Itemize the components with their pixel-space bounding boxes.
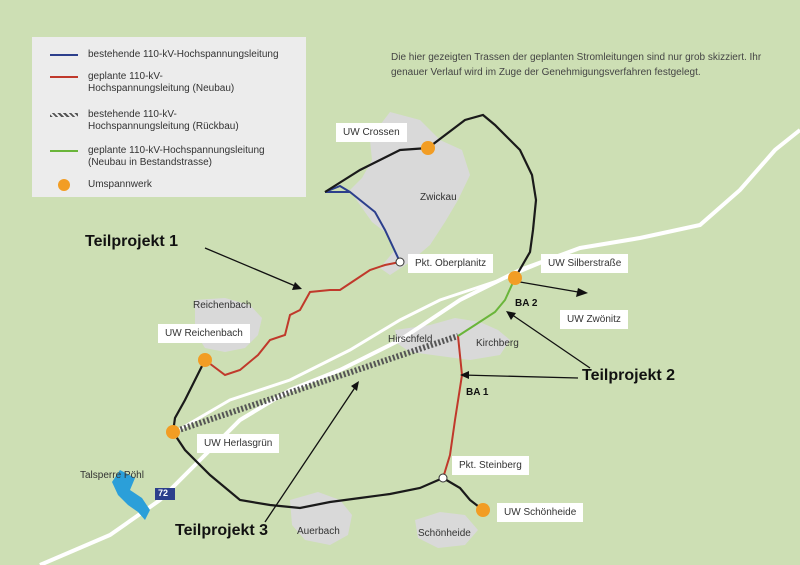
substation-schoenheide xyxy=(476,503,490,517)
place-auerbach: Auerbach xyxy=(297,526,340,537)
arrowhead-zwoenitz xyxy=(576,288,588,297)
zwickau-urban-area xyxy=(350,112,470,275)
station-label-oberplanitz: Pkt. Oberplanitz xyxy=(408,254,494,273)
place-kirchberg: Kirchberg xyxy=(476,338,519,349)
station-label-crossen: UW Crossen xyxy=(336,123,407,142)
project-label-tp2: Teilprojekt 2 xyxy=(582,367,676,384)
legend-line-existing xyxy=(50,54,78,56)
road-number-72: 72 xyxy=(158,488,169,498)
legend-text-substation: Umspannwerk xyxy=(88,179,152,190)
place-reichenbach: Reichenbach xyxy=(193,300,252,311)
road-shield-72 xyxy=(155,488,175,500)
project-label-tp3: Teilprojekt 3 xyxy=(175,522,269,539)
ba1-label: BA 1 xyxy=(466,387,489,398)
arrowhead-tp2-ba2 xyxy=(506,311,516,320)
place-schoenheide: Schönheide xyxy=(418,528,471,539)
legend-text-existing: bestehende 110-kV-Hochspannungsleitung xyxy=(88,49,279,60)
black-route-reichenbach-herlasgruen xyxy=(171,359,206,433)
place-talsperre: Talsperre Pöhl xyxy=(80,470,144,481)
arrow-zwoenitz xyxy=(519,281,579,293)
substation-herlasgruen xyxy=(166,425,180,439)
legend-panel: bestehende 110-kV-Hochspannungsleitung g… xyxy=(32,37,306,197)
station-label-silberstrasse: UW Silberstraße xyxy=(541,254,629,273)
arrowhead-tp3 xyxy=(351,381,359,391)
station-label-reichenbach: UW Reichenbach xyxy=(158,324,250,343)
substation-silberstrasse xyxy=(508,271,522,285)
planned-line-ba1 xyxy=(442,335,464,479)
schoenheide-urban-area xyxy=(415,512,478,548)
planned-line-teilprojekt-1 xyxy=(204,261,401,377)
arrowhead-tp1 xyxy=(292,282,302,290)
point-oberplanitz xyxy=(395,257,405,267)
station-label-schoenheide: UW Schönheide xyxy=(497,503,584,522)
existing-line-crossen-oberplanitz xyxy=(325,191,401,263)
auerbach-urban-area xyxy=(290,492,352,545)
ba2-label: BA 2 xyxy=(515,298,538,309)
station-label-steinberg: Pkt. Steinberg xyxy=(452,456,529,475)
legend-line-dismantle xyxy=(50,113,78,117)
secondary-road xyxy=(174,253,561,434)
arrow-teilprojekt-2-ba1 xyxy=(461,374,579,379)
station-label-zwoenitz: UW Zwönitz xyxy=(560,310,628,329)
place-zwickau: Zwickau xyxy=(420,192,457,203)
point-steinberg xyxy=(438,473,448,483)
arrow-teilprojekt-1 xyxy=(204,247,301,289)
arrow-teilprojekt-3 xyxy=(264,382,359,523)
project-label-tp1: Teilprojekt 1 xyxy=(85,233,179,250)
disclaimer-note: Die hier gezeigten Trassen der geplanten… xyxy=(391,52,762,78)
substation-reichenbach xyxy=(198,353,212,367)
legend-line-planned xyxy=(50,76,78,78)
arrowhead-tp2-ba1 xyxy=(460,371,469,379)
legend-text-dismantle: bestehende 110-kV-Hochspannungsleitung (… xyxy=(88,109,239,132)
main-road xyxy=(39,128,800,565)
station-label-herlasgruen: UW Herlasgrün xyxy=(197,434,280,453)
place-hirschfeld: Hirschfeld xyxy=(388,334,433,345)
substation-crossen xyxy=(421,141,435,155)
legend-text-green: geplante 110-kV-Hochspannungsleitung (Ne… xyxy=(88,145,265,168)
arrow-teilprojekt-2-ba2 xyxy=(507,311,591,369)
legend-dot-substation xyxy=(58,179,70,191)
planned-line-ba2-green xyxy=(457,277,516,337)
black-route-south xyxy=(172,431,484,511)
legend-line-green xyxy=(50,150,78,152)
black-route-zwickau-loop xyxy=(324,113,538,279)
hirschfeld-urban-area xyxy=(395,318,510,360)
talsperre-poehl-lake xyxy=(112,470,150,520)
legend-text-planned: geplante 110-kV-Hochspannungsleitung (Ne… xyxy=(88,71,235,94)
